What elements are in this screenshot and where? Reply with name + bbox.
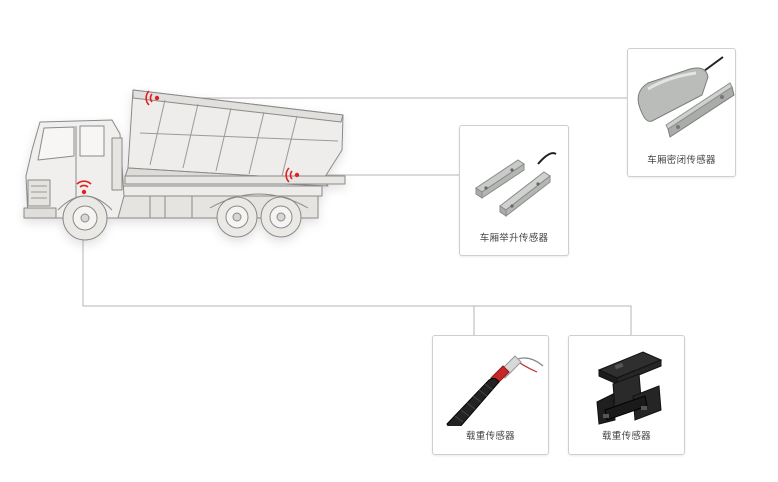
bracket-load-sensor-icon <box>596 351 663 425</box>
signal-marker-lift <box>285 167 300 183</box>
sensor-card-lift[interactable]: 车厢举升传感器 <box>459 125 569 256</box>
magnetic-lock-sensor-icon <box>637 56 735 138</box>
signal-marker-load <box>76 180 92 195</box>
sensor-card-load-2[interactable]: 载重传感器 <box>568 335 685 455</box>
truck-wheels <box>62 195 302 241</box>
cylindrical-load-sensor-icon <box>446 355 544 426</box>
signal-marker-lid <box>145 90 160 106</box>
sensor-card-load-1[interactable]: 载重传感器 <box>432 335 549 455</box>
sensor-label-lift: 车厢举升传感器 <box>479 233 549 244</box>
magnetic-reed-sensor-icon <box>475 152 557 218</box>
sensor-label-lid: 车厢密闭传感器 <box>647 155 716 166</box>
dump-truck-illustration <box>23 89 346 241</box>
sensor-card-lid[interactable]: 车厢密闭传感器 <box>627 48 736 177</box>
sensor-label-load-1: 载重传感器 <box>465 431 515 442</box>
sensor-label-load-2: 载重传感器 <box>601 431 651 442</box>
connector-load <box>82 195 632 335</box>
